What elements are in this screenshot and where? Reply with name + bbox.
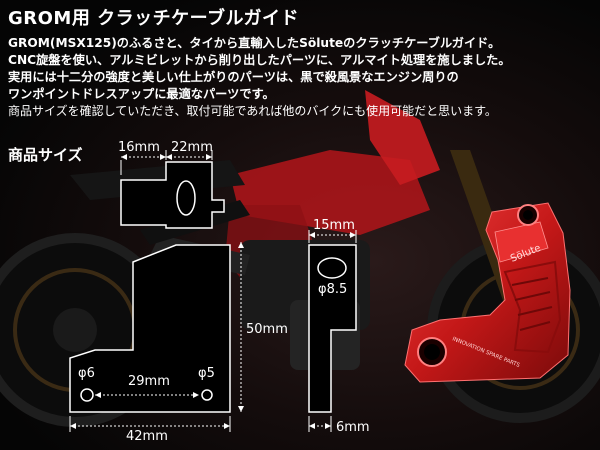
description-line: 実用には十二分の強度と美しい仕上がりのパーツは、黒で殺風景なエンジン周りの: [8, 70, 459, 84]
product-description: GROM(MSX125)のふるさと、タイから直輸入したSöluteのクラッチケー…: [8, 35, 511, 120]
size-note: 商品サイズを確認していただき、取付可能であれば他のバイクにも使用可能だと思います…: [8, 104, 497, 118]
dim-top-right: 22mm: [171, 140, 213, 155]
description-line: ワンポイントドレスアップに最適なパーツです。: [8, 87, 275, 101]
dim-side-hole: φ8.5: [318, 282, 348, 297]
dim-side-thickness: 6mm: [336, 420, 370, 435]
dim-width: 42mm: [126, 429, 168, 444]
dim-top-left: 16mm: [118, 140, 160, 155]
product-title: GROM用 クラッチケーブルガイド: [8, 8, 299, 29]
description-line: GROM(MSX125)のふるさと、タイから直輸入したSöluteのクラッチケー…: [8, 36, 501, 50]
dim-side-width: 15mm: [313, 218, 355, 233]
dim-hole-right: φ5: [198, 366, 215, 381]
front-view-drawing: [69, 242, 244, 432]
side-view-drawing: [308, 230, 357, 432]
dim-hole-spacing: 29mm: [128, 374, 170, 389]
dim-height: 50mm: [246, 322, 288, 337]
product-photo: Sölute INNOVATION SPARE PARTS: [404, 202, 571, 383]
dim-hole-left: φ6: [78, 366, 95, 381]
top-view-drawing: [120, 150, 225, 229]
section-title: 商品サイズ: [8, 146, 83, 164]
description-line: CNC旋盤を使い、アルミビレットから削り出したパーツに、アルマイト処理を施しまし…: [8, 53, 511, 67]
